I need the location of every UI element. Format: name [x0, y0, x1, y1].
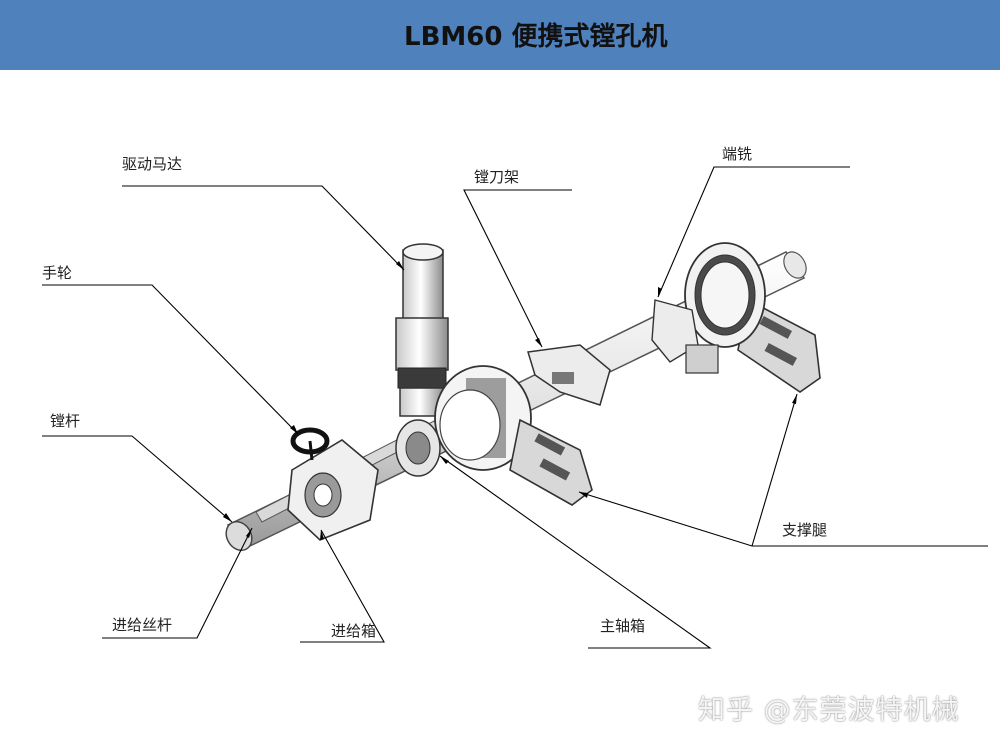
leader-boring-bar — [42, 435, 233, 523]
header-bar — [0, 0, 1000, 70]
label-end-mill: 端铣 — [722, 145, 753, 163]
label-spindle-box: 主轴箱 — [600, 617, 646, 635]
label-feed-box: 进给箱 — [331, 622, 377, 640]
leader-drive-motor — [122, 185, 405, 271]
support-leg-shape — [509, 298, 821, 506]
arrowheads — [223, 261, 797, 540]
label-boring-bar: 镗杆 — [50, 412, 81, 430]
machine-diagram — [42, 166, 988, 649]
leader-support-leg-2 — [751, 393, 798, 547]
leader-tool-holder — [463, 189, 572, 348]
page-title: LBM60 便携式镗孔机 — [404, 22, 668, 52]
tool-holder-shape — [527, 344, 611, 406]
label-tool-holder: 镗刀架 — [474, 168, 520, 186]
leader-feed-screw — [102, 527, 253, 639]
leader-handwheel — [42, 284, 299, 435]
spindle-box-shape — [395, 365, 532, 477]
leader-spindle-box — [439, 455, 712, 649]
label-feed-screw: 进给丝杆 — [112, 616, 173, 634]
label-drive-motor: 驱动马达 — [122, 155, 183, 173]
watermark: 知乎 @东莞波特机械 — [698, 695, 960, 726]
leader-end-mill — [657, 166, 850, 298]
leader-lines — [42, 166, 988, 649]
label-support-leg: 支撑腿 — [782, 521, 828, 539]
handwheel-shape — [290, 427, 330, 461]
label-handwheel: 手轮 — [42, 264, 73, 282]
feed-box-shape — [287, 439, 379, 541]
end-mill-shape — [651, 242, 766, 374]
leader-feed-box — [300, 529, 385, 643]
